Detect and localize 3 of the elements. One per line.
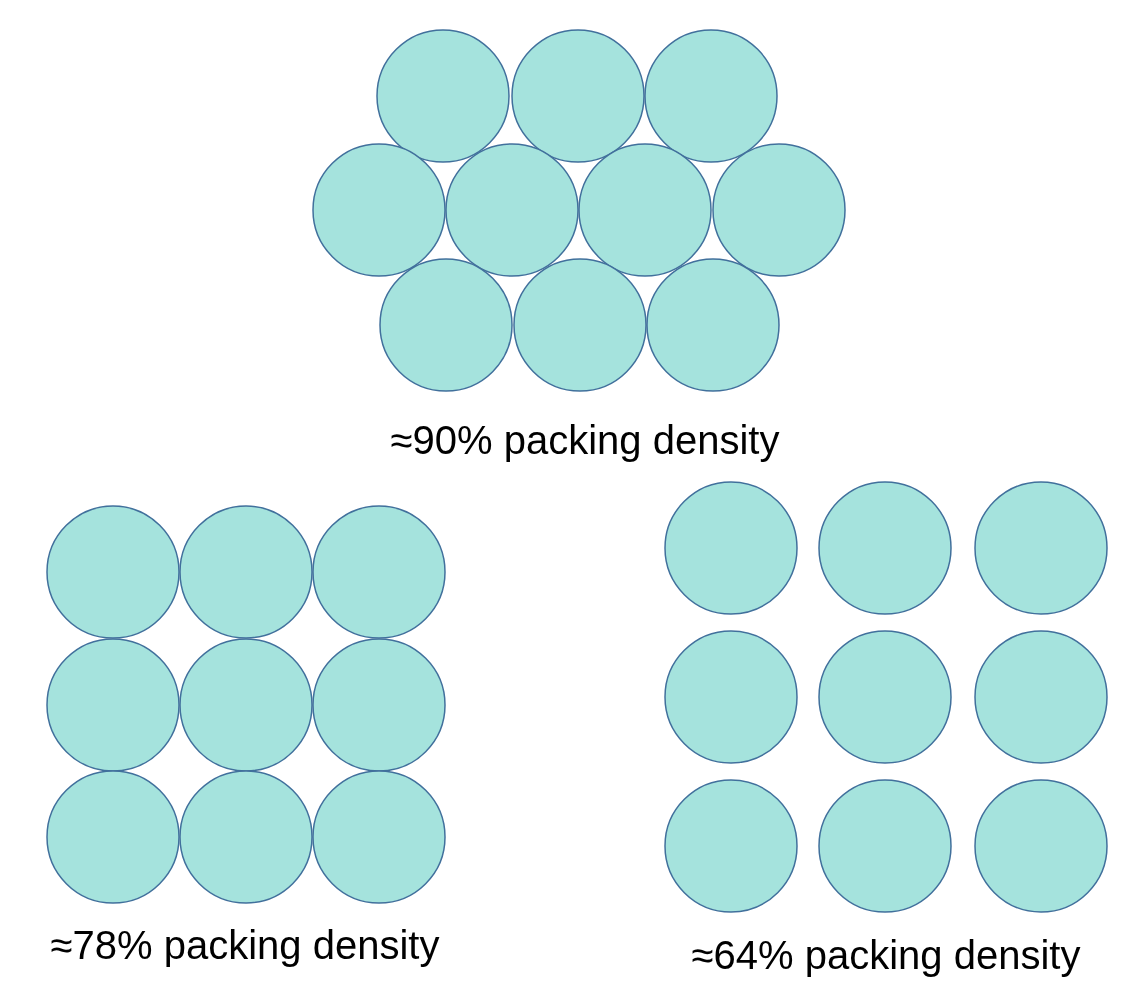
packing-density-caption: ≈64% packing density: [691, 935, 1081, 975]
packing-density-caption: ≈90% packing density: [390, 420, 780, 460]
packing-density-caption: ≈78% packing density: [50, 925, 440, 965]
